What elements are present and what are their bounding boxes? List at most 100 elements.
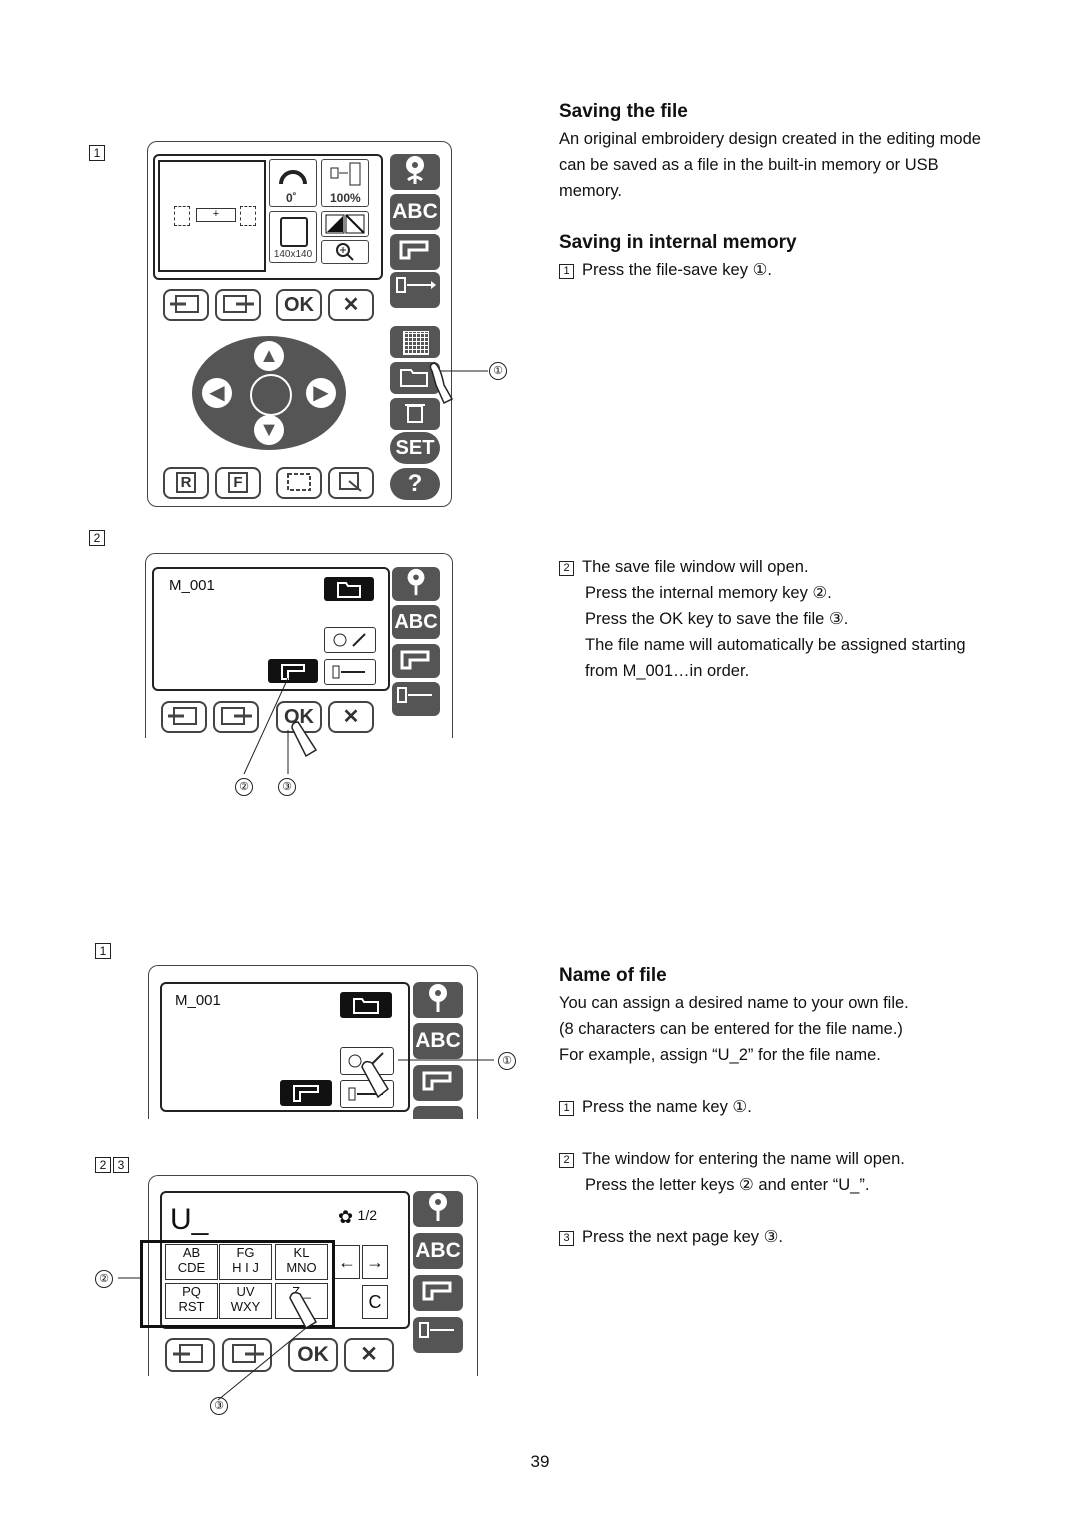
cursor-right-key[interactable]: → (362, 1245, 388, 1279)
lcd-screen: + 0˚ 100% 140x140 (153, 154, 383, 280)
machine-memory-key[interactable] (392, 644, 440, 678)
r-label: R (175, 472, 197, 493)
grid-icon (403, 331, 429, 355)
name-key[interactable] (324, 627, 376, 653)
internal-memory-key[interactable] (280, 1080, 332, 1106)
zoom-key[interactable] (321, 240, 369, 264)
folder-open-key[interactable] (340, 992, 392, 1018)
abc-key[interactable]: ABC (413, 1233, 463, 1269)
grid-key[interactable] (390, 326, 440, 358)
preview-dashed-right (240, 206, 256, 226)
arrow-right-icon[interactable]: ▶ (306, 378, 336, 408)
internal-memory-heading: Saving in internal memory (559, 232, 797, 253)
cancel-key[interactable]: ✕ (344, 1338, 394, 1372)
save-window: M_001 (152, 567, 390, 691)
abc-key[interactable]: ABC (413, 1023, 463, 1059)
figure-step-1: 1 (89, 145, 105, 161)
folder-open-key[interactable] (324, 577, 374, 601)
mirror-key[interactable] (321, 211, 369, 237)
callout-3: ③ (278, 778, 296, 796)
center-key[interactable] (250, 374, 292, 416)
usb-key-partial[interactable] (413, 1106, 463, 1119)
prev-page-key[interactable] (165, 1338, 215, 1372)
name-step-2-line-2: Press the letter keys ② and enter “U_”. (585, 1176, 870, 1194)
embroidery-mode-key[interactable] (413, 982, 463, 1018)
save-window: M_001 (160, 982, 410, 1112)
scale-key[interactable]: 100% (321, 159, 369, 207)
rotate-f-key[interactable]: F (215, 467, 261, 499)
ok-key[interactable]: OK (288, 1338, 338, 1372)
set-key[interactable]: SET (390, 432, 440, 464)
arrow-up-icon[interactable]: ▲ (254, 341, 284, 371)
internal-step-1-text: Press the file-save key ①. (582, 261, 772, 279)
hoop-icon (280, 217, 308, 247)
save-filename: M_001 (175, 992, 221, 1009)
next-page-key[interactable] (222, 1338, 272, 1372)
usb-memory-key[interactable] (324, 659, 376, 685)
cancel-key[interactable]: ✕ (328, 289, 374, 321)
rotate-r-key[interactable]: R (163, 467, 209, 499)
abc-key[interactable]: ABC (392, 605, 440, 639)
jog-pad[interactable]: ▲ ▼ ◀ ▶ (192, 336, 346, 450)
callout-1: ① (498, 1052, 516, 1070)
machine-memory-key[interactable] (390, 234, 440, 270)
prev-page-key[interactable] (161, 701, 207, 733)
name-entry-field: U_ (170, 1203, 209, 1236)
rotate-key[interactable]: 0˚ (269, 159, 317, 207)
usb-key[interactable] (390, 272, 440, 308)
figure-step-3b: 3 (113, 1157, 129, 1173)
cursor-left-key[interactable]: ← (334, 1245, 360, 1279)
help-key[interactable]: ? (390, 468, 440, 500)
flower-icon (429, 1193, 447, 1221)
hoop-key[interactable]: 140x140 (269, 211, 317, 263)
trace-icon (339, 472, 362, 492)
name-file-heading: Name of file (559, 965, 667, 986)
usb-key[interactable] (413, 1317, 463, 1353)
resize-icon (330, 162, 361, 186)
letter-keys-highlight (140, 1240, 335, 1328)
prev-page-key[interactable] (163, 289, 209, 321)
f-label: F (228, 472, 248, 493)
arrow-down-icon[interactable]: ▼ (254, 415, 284, 445)
usb-icon (396, 277, 436, 293)
clear-key[interactable]: C (362, 1285, 388, 1319)
figure-step-1b: 1 (95, 943, 111, 959)
leader-lines (243, 677, 318, 775)
name-step-1-text: Press the name key ①. (582, 1098, 752, 1116)
step-2-line-5: from M_001…in order. (585, 662, 750, 680)
finger-pointer-icon (361, 1059, 494, 1099)
finger-pointer-icon (429, 362, 488, 405)
abc-key[interactable]: ABC (390, 194, 440, 230)
machine-memory-key[interactable] (413, 1065, 463, 1101)
outline-key[interactable] (276, 467, 322, 499)
step-num: 2 (559, 1153, 574, 1168)
usb-key[interactable] (392, 682, 440, 716)
machine-memory-key[interactable] (413, 1275, 463, 1311)
next-page-key[interactable] (215, 289, 261, 321)
flower-icon (429, 984, 447, 1012)
ok-key[interactable]: OK (276, 289, 322, 321)
embroidery-mode-key[interactable] (392, 567, 440, 601)
callout-1: ① (489, 362, 507, 380)
sewing-machine-icon (399, 240, 429, 260)
cancel-key[interactable]: ✕ (328, 701, 374, 733)
delete-key[interactable] (390, 398, 440, 430)
callout-2: ② (95, 1270, 113, 1288)
arrow-left-icon[interactable]: ◀ (202, 378, 232, 408)
prev-page-icon (170, 295, 199, 313)
key-top: PQ (182, 1284, 201, 1299)
step-2-line-1: The save file window will open. (582, 558, 809, 576)
next-page-key[interactable] (213, 701, 259, 733)
trace-key[interactable] (328, 467, 374, 499)
embroidery-mode-key[interactable] (413, 1191, 463, 1227)
step-2-line-2: Press the internal memory key ②. (585, 584, 832, 602)
embroidery-mode-key[interactable] (390, 154, 440, 190)
